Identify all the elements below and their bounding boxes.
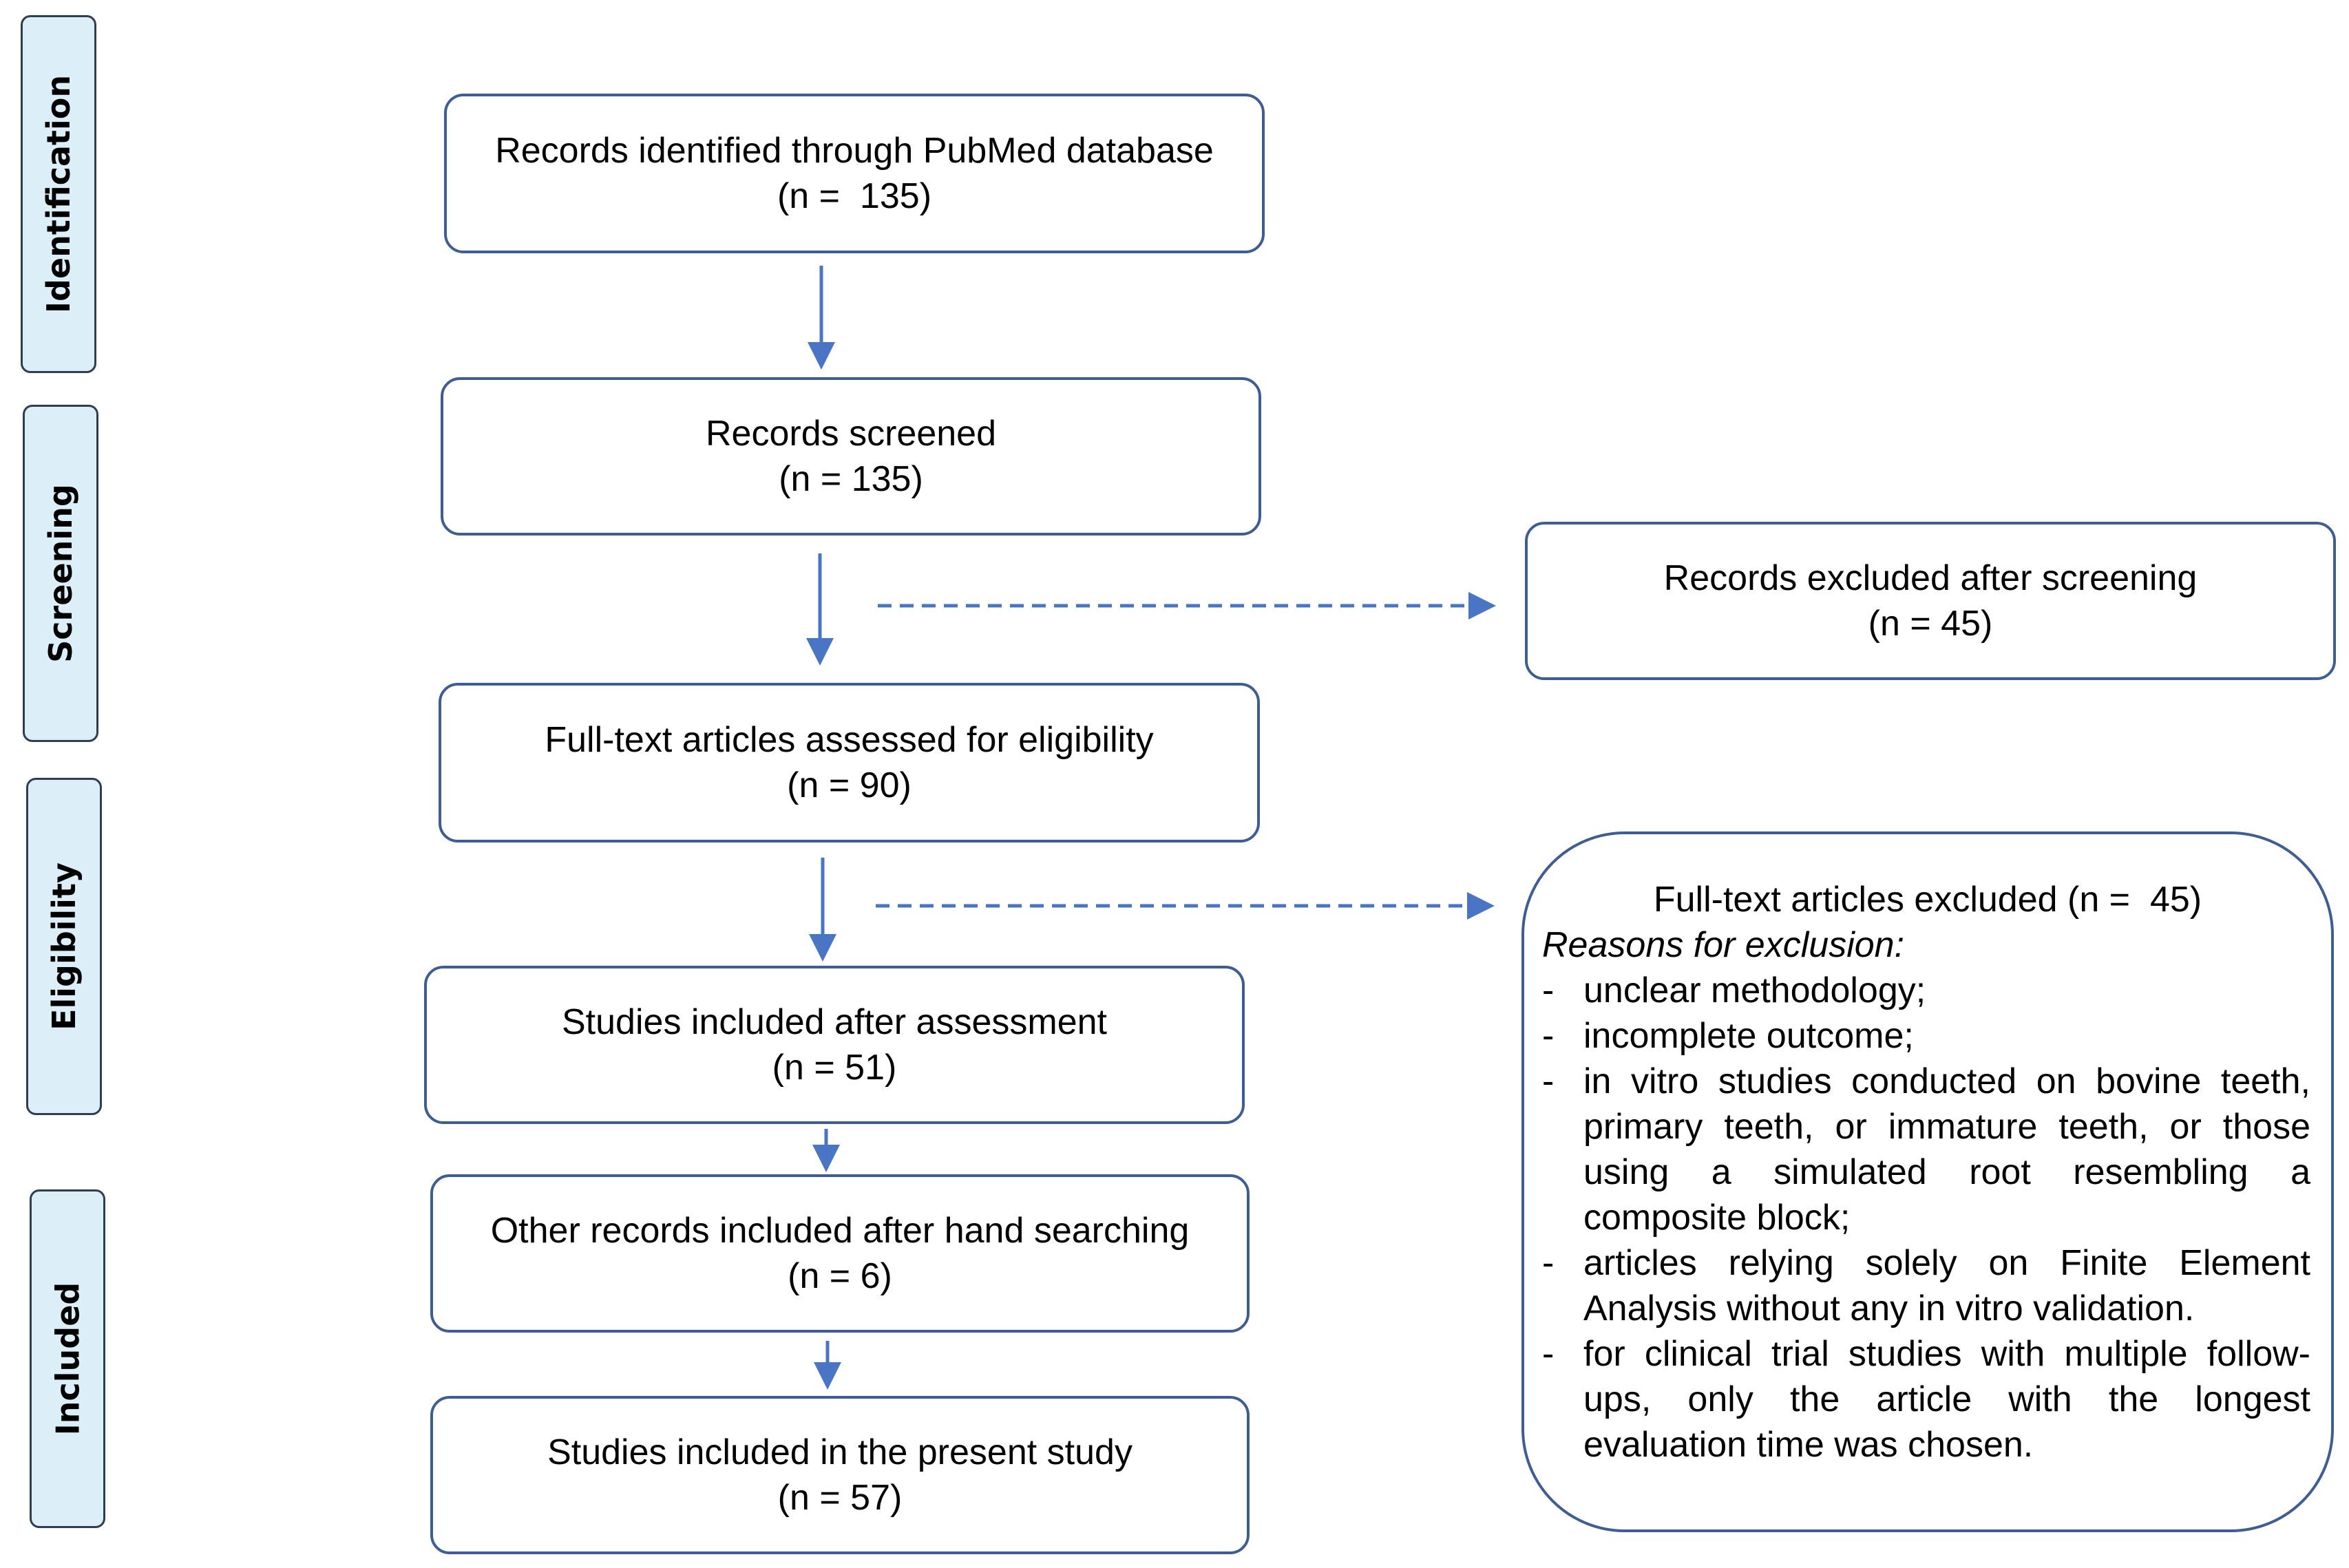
records-excluded-screening-box: Records excluded after screening (n = 45… bbox=[1525, 522, 2336, 680]
exclusion-reason-item: -incomplete outcome; bbox=[1542, 1013, 2310, 1059]
records-identified-label: Records identified through PubMed databa… bbox=[495, 131, 1214, 171]
records-excluded-screening-count: (n = 45) bbox=[1868, 604, 1993, 644]
present-study-box: Studies included in the present study (n… bbox=[430, 1396, 1250, 1554]
reason-bullet: - bbox=[1542, 1334, 1555, 1374]
hand-searching-box: Other records included after hand search… bbox=[430, 1174, 1250, 1333]
reason-bullet: - bbox=[1542, 1061, 1555, 1101]
records-screened-count: (n = 135) bbox=[779, 459, 923, 499]
fulltext-assessed-count: (n = 90) bbox=[787, 765, 912, 805]
stage-included: Included bbox=[30, 1189, 105, 1528]
records-identified-box: Records identified through PubMed databa… bbox=[444, 94, 1265, 253]
hand-searching-count: (n = 6) bbox=[788, 1256, 892, 1296]
records-screened-box: Records screened (n = 135) bbox=[441, 377, 1261, 536]
present-study-label: Studies included in the present study bbox=[547, 1432, 1133, 1472]
stage-screening: Screening bbox=[23, 405, 98, 742]
reason-text: incomplete outcome; bbox=[1583, 1016, 1914, 1056]
records-screened-label: Records screened bbox=[706, 414, 996, 454]
fulltext-assessed-box: Full-text articles assessed for eligibil… bbox=[439, 683, 1260, 843]
studies-included-after-assessment-box: Studies included after assessment (n = 5… bbox=[424, 966, 1245, 1124]
exclusion-reason-item: -in vitro studies conducted on bovine te… bbox=[1542, 1059, 2310, 1240]
exclusion-reason-item: -articles relying solely on Finite Eleme… bbox=[1542, 1240, 2310, 1331]
stage-identification: Identification bbox=[21, 15, 96, 373]
reason-text: in vitro studies conducted on bovine tee… bbox=[1583, 1061, 2310, 1238]
reason-bullet: - bbox=[1542, 971, 1555, 1010]
studies-included-after-assessment-count: (n = 51) bbox=[772, 1048, 897, 1088]
reason-bullet: - bbox=[1542, 1016, 1555, 1056]
exclusion-reasons-heading: Reasons for exclusion: bbox=[1542, 925, 1905, 965]
stage-eligibility: Eligibility bbox=[26, 778, 102, 1115]
records-identified-count: (n = 135) bbox=[777, 176, 932, 216]
fulltext-assessed-label: Full-text articles assessed for eligibil… bbox=[545, 720, 1154, 760]
fulltext-excluded-title: Full-text articles excluded (n = 45) bbox=[1653, 880, 2202, 920]
present-study-count: (n = 57) bbox=[777, 1478, 903, 1518]
hand-searching-label: Other records included after hand search… bbox=[490, 1211, 1190, 1251]
fulltext-excluded-box: Full-text articles excluded (n = 45) Rea… bbox=[1521, 831, 2334, 1532]
reason-text: for clinical trial studies with multiple… bbox=[1583, 1334, 2310, 1465]
records-excluded-screening-label: Records excluded after screening bbox=[1663, 558, 2198, 598]
reason-text: articles relying solely on Finite Elemen… bbox=[1583, 1243, 2310, 1328]
studies-included-after-assessment-label: Studies included after assessment bbox=[562, 1002, 1107, 1042]
exclusion-reasons-list: -unclear methodology;-incomplete outcome… bbox=[1542, 968, 2310, 1468]
exclusion-reason-item: -for clinical trial studies with multipl… bbox=[1542, 1331, 2310, 1468]
reason-bullet: - bbox=[1542, 1243, 1555, 1283]
exclusion-reason-item: -unclear methodology; bbox=[1542, 968, 2310, 1013]
reason-text: unclear methodology; bbox=[1583, 971, 1926, 1010]
